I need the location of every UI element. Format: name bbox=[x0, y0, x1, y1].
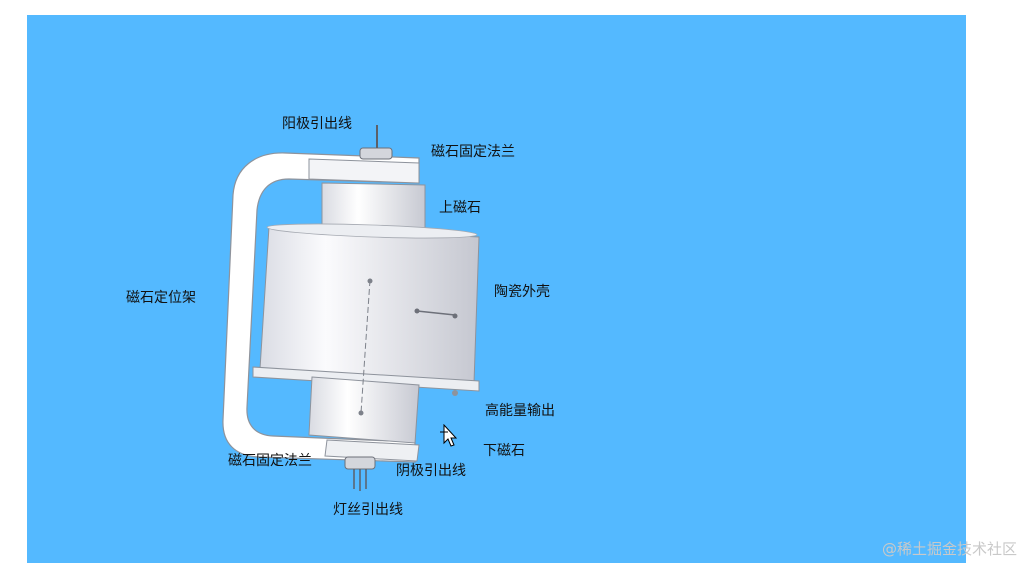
probe-point-right bbox=[452, 313, 458, 319]
label-lower-magnet: 下磁石 bbox=[483, 443, 525, 459]
label-magnet-bracket: 磁石定位架 bbox=[126, 290, 196, 306]
output-port bbox=[452, 390, 458, 396]
move-cursor-icon bbox=[440, 424, 458, 447]
lower-magnet bbox=[308, 376, 420, 444]
label-anode-lead: 阳极引出线 bbox=[282, 116, 352, 132]
axis-point-top bbox=[367, 278, 373, 284]
label-cathode-lead: 阴极引出线 bbox=[396, 463, 466, 479]
label-bottom-flange: 磁石固定法兰 bbox=[228, 453, 312, 469]
ceramic-shell-top bbox=[266, 223, 478, 239]
cathode-lead-connector bbox=[344, 456, 376, 470]
label-ceramic-shell: 陶瓷外壳 bbox=[494, 284, 550, 300]
label-filament-lead: 灯丝引出线 bbox=[333, 502, 403, 518]
anode-lead-connector bbox=[359, 147, 393, 160]
diagram-canvas: 阳极引出线 磁石固定法兰 上磁石 磁石定位架 陶瓷外壳 高能量输出 下磁石 磁石… bbox=[27, 15, 966, 563]
axis-point-bottom bbox=[358, 410, 364, 416]
label-upper-magnet: 上磁石 bbox=[439, 200, 481, 216]
watermark: @稀土掘金技术社区 bbox=[881, 540, 1017, 558]
label-top-flange: 磁石固定法兰 bbox=[431, 144, 515, 160]
shell-ring-flange bbox=[252, 366, 480, 392]
probe-point-left bbox=[414, 308, 420, 314]
bottom-flange bbox=[324, 439, 420, 462]
top-flange bbox=[308, 158, 420, 184]
magnetron-illustration bbox=[222, 125, 480, 491]
internal-axis bbox=[360, 279, 371, 414]
output-probe bbox=[416, 310, 456, 316]
label-rf-output: 高能量输出 bbox=[485, 403, 555, 419]
ceramic-shell bbox=[259, 226, 480, 384]
